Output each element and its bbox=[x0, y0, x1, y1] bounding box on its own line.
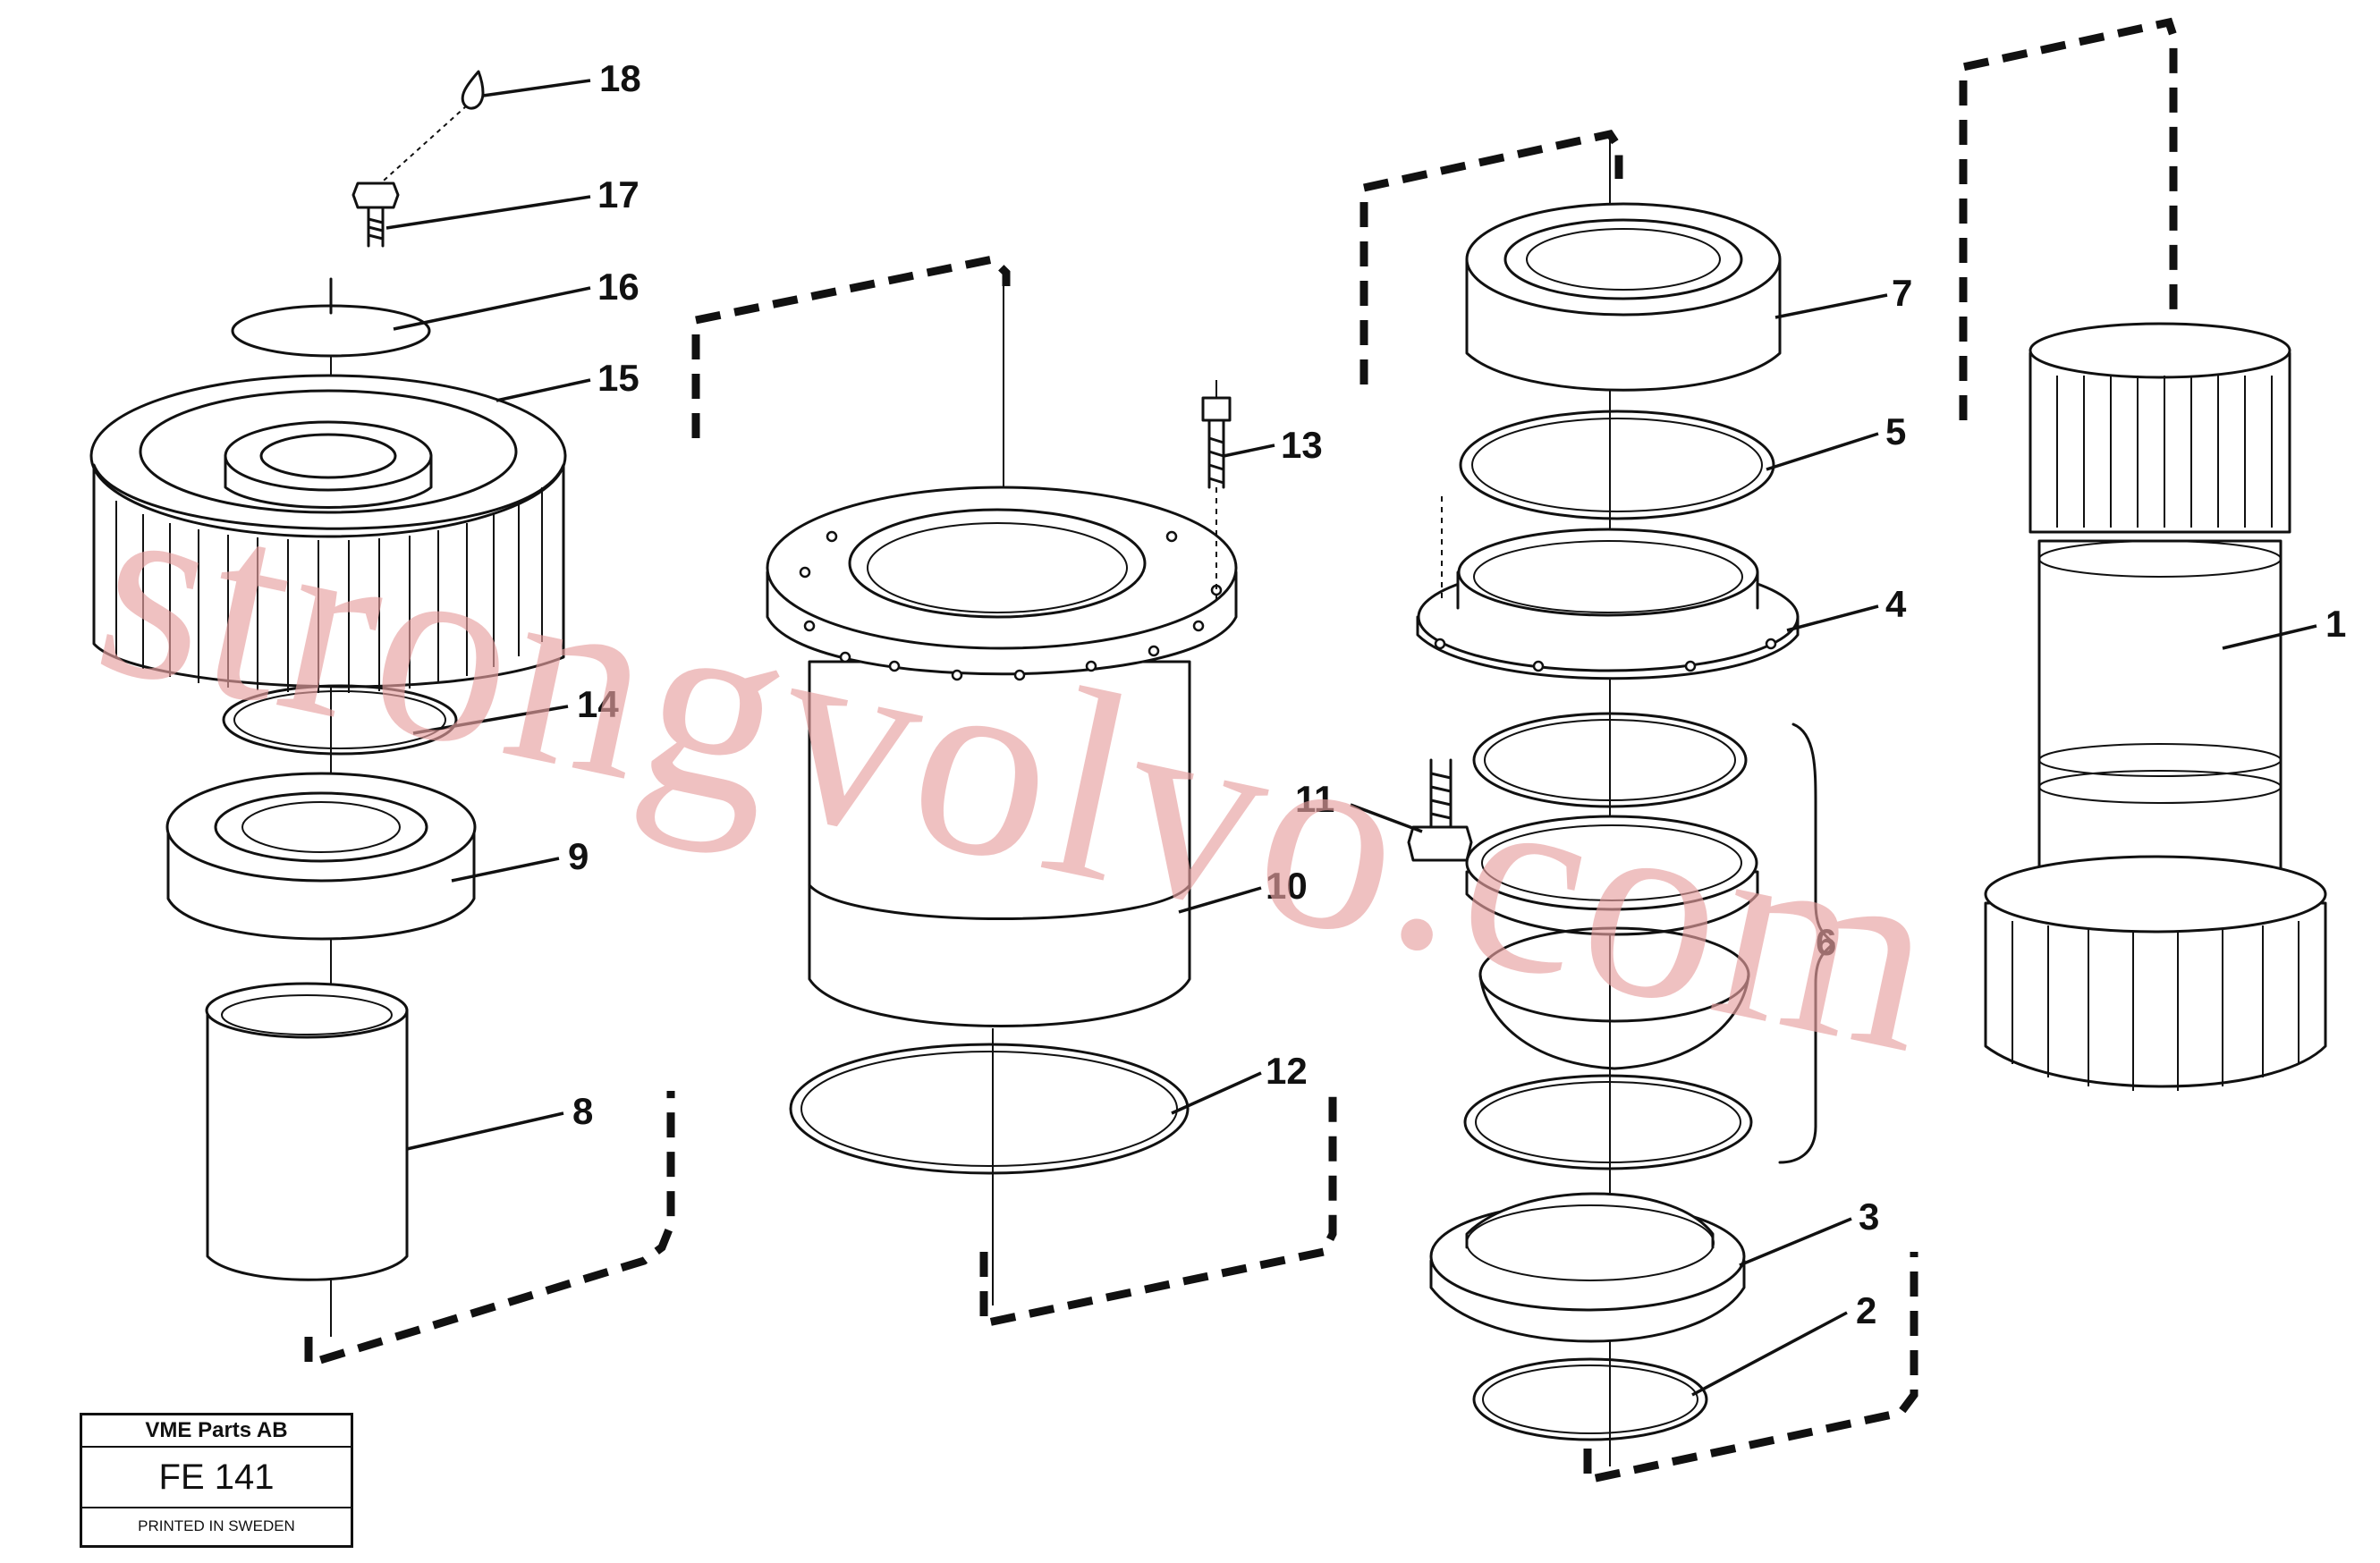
callout-4: 4 bbox=[1885, 583, 1907, 625]
shaft-1 bbox=[1959, 17, 2327, 1091]
bolt-11 bbox=[1407, 496, 1473, 862]
sleeve-8 bbox=[205, 982, 409, 1281]
housing-10 bbox=[766, 486, 1238, 1027]
bearing-9 bbox=[165, 772, 477, 941]
bolt-17 bbox=[351, 182, 400, 248]
center-dashed-link bbox=[691, 255, 1011, 438]
oil-drop bbox=[461, 70, 485, 110]
title-block: VME Parts AB FE 141 PRINTED IN SWEDEN bbox=[80, 1413, 353, 1548]
lower-dashed-link bbox=[1583, 1252, 1918, 1485]
bearing-7 bbox=[1465, 202, 1782, 392]
upper-dashed-link bbox=[1359, 129, 1623, 384]
center-dashed-link-bottom bbox=[979, 1095, 1337, 1329]
center-stack bbox=[691, 255, 1337, 1329]
leader-lines bbox=[385, 79, 2317, 1397]
seal-set-6 bbox=[1463, 712, 1835, 1170]
callout-18: 18 bbox=[599, 57, 641, 99]
ring-14 bbox=[222, 684, 458, 756]
callout-6: 6 bbox=[1816, 921, 1836, 963]
title-block-company: VME Parts AB bbox=[82, 1415, 351, 1448]
callout-8: 8 bbox=[572, 1090, 593, 1132]
callout-12: 12 bbox=[1266, 1050, 1308, 1092]
ring-5 bbox=[1459, 410, 1775, 520]
gear-15 bbox=[89, 374, 567, 693]
flange-4 bbox=[1416, 528, 1800, 680]
ring-2 bbox=[1472, 1357, 1708, 1441]
right-center-stack bbox=[1359, 129, 1918, 1485]
callout-14: 14 bbox=[577, 683, 619, 725]
callout-17: 17 bbox=[597, 173, 639, 215]
callout-9: 9 bbox=[568, 835, 589, 877]
callout-7: 7 bbox=[1892, 272, 1912, 314]
callout-15: 15 bbox=[597, 357, 639, 399]
title-block-printed: PRINTED IN SWEDEN bbox=[138, 1517, 295, 1534]
sleeve-3 bbox=[1429, 1192, 1746, 1343]
left-stack bbox=[89, 70, 675, 1370]
callout-2: 2 bbox=[1856, 1289, 1876, 1331]
callout-1: 1 bbox=[2325, 603, 2346, 645]
o-ring-12 bbox=[789, 1043, 1190, 1175]
title-block-code: FE 141 bbox=[82, 1448, 351, 1508]
shaft-dashed-link bbox=[1959, 17, 2178, 420]
callout-5: 5 bbox=[1885, 410, 1906, 452]
callout-labels: 18 17 16 15 14 9 8 13 10 12 11 7 5 4 6 3… bbox=[568, 57, 2346, 1331]
callout-3: 3 bbox=[1859, 1195, 1879, 1238]
screw-13 bbox=[1201, 380, 1232, 599]
callout-13: 13 bbox=[1281, 424, 1323, 466]
callout-10: 10 bbox=[1266, 865, 1308, 907]
left-dashed-link bbox=[304, 1091, 675, 1370]
callout-16: 16 bbox=[597, 266, 639, 308]
callout-11: 11 bbox=[1295, 778, 1334, 820]
